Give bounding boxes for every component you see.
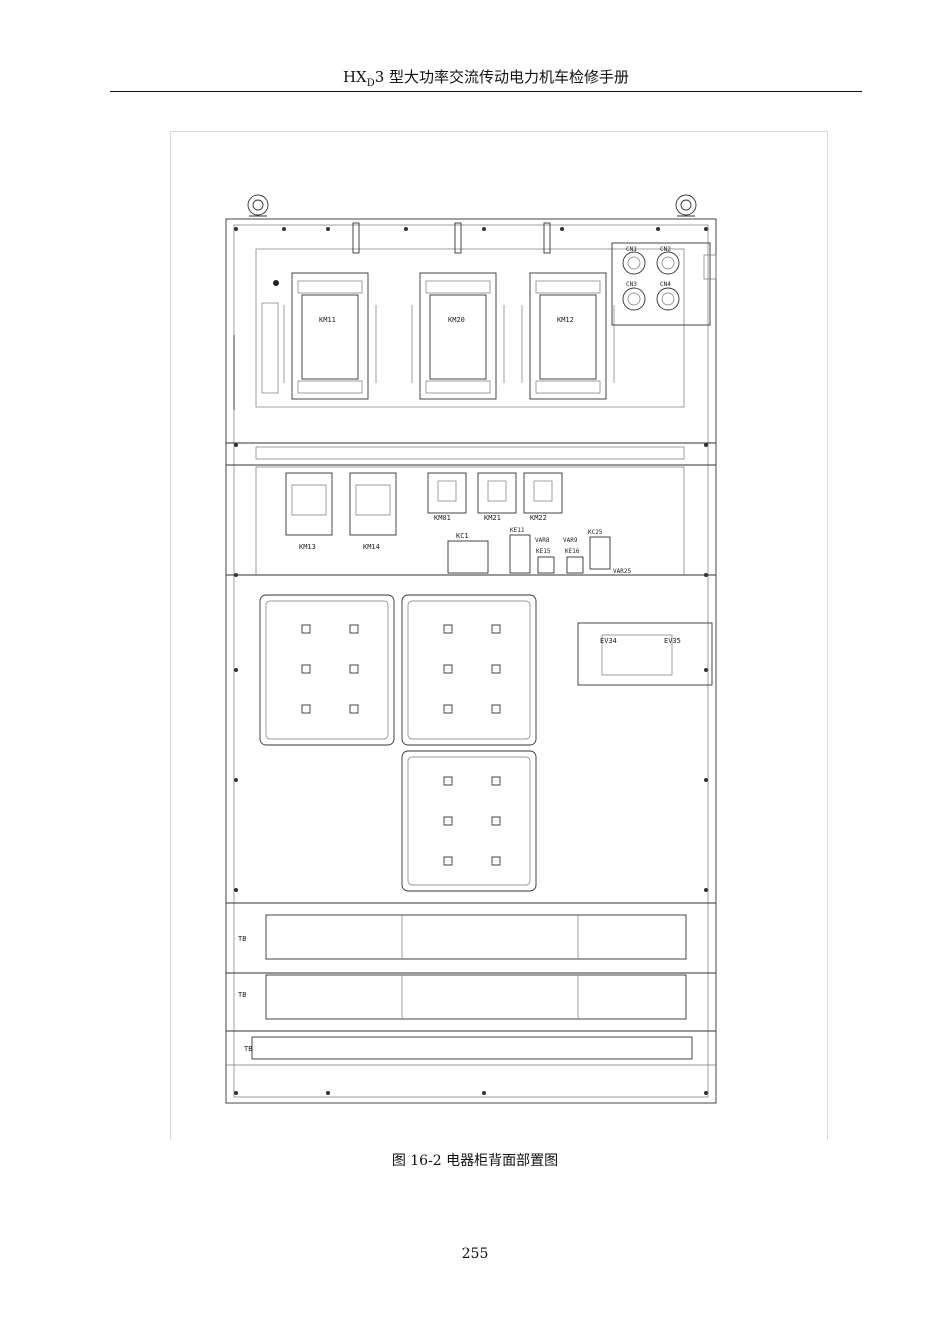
relay-kc1: KC1 (447, 532, 489, 574)
relay-ke15: KE15 (536, 548, 555, 574)
lifting-eye-left (247, 194, 269, 217)
label-cn1: CN1 (626, 246, 637, 253)
label-var8: VAR8 (535, 537, 550, 544)
left-side-brackets (233, 280, 279, 410)
contactor-km12: KM12 (521, 272, 615, 400)
label-tb-3: TB (244, 1045, 252, 1053)
contactor-km22: KM22 (523, 472, 563, 522)
varistor-var9: VAR9 (563, 537, 578, 544)
label-km21: KM21 (484, 514, 501, 522)
top-hangers (352, 222, 551, 254)
contactor-km13: KM13 (285, 472, 333, 551)
resistor-plate-middle (401, 594, 537, 746)
terminal-strip-1: TB (226, 902, 716, 960)
label-km22: KM22 (530, 514, 547, 522)
label-km14: KM14 (363, 543, 380, 551)
contactor-km01: KM01 (427, 472, 467, 522)
label-kc1: KC1 (456, 532, 469, 540)
label-km13: KM13 (299, 543, 316, 551)
terminal-strip-2: TB (226, 972, 716, 1020)
resistor-plate-bottom (401, 750, 537, 892)
label-ev35: EV35 (664, 637, 681, 645)
header-title-main: HX (342, 68, 367, 86)
valve-block-ev: EV34 EV35 (577, 622, 713, 686)
label-km11: KM11 (319, 316, 336, 324)
wire-duct-upper (226, 442, 716, 466)
contactor-km20: KM20 (411, 272, 505, 400)
page-number: 255 (461, 1246, 489, 1262)
lifting-eye-right (675, 194, 697, 217)
label-cn2: CN2 (660, 246, 671, 253)
label-tb-1: TB (238, 935, 246, 943)
label-km20: KM20 (448, 316, 465, 324)
figure-frame (170, 131, 828, 1140)
label-ke11: KE11 (510, 527, 525, 534)
panel-screws (234, 227, 708, 1095)
figure-caption: 图 16-2 电器柜背面部置图 (391, 1153, 559, 1169)
resistor-plate-left (259, 594, 395, 746)
contactor-km21: KM21 (477, 472, 517, 522)
header-title-rest: 3 型大功率交流传动电力机车检修手册 (374, 68, 630, 86)
contactor-km11: KM11 (283, 272, 377, 400)
label-ev34: EV34 (600, 637, 617, 645)
cabinet-outer-panel (225, 218, 717, 1104)
label-ke15: KE15 (536, 548, 551, 555)
label-km12: KM12 (557, 316, 574, 324)
varistor-var8: VAR8 (535, 537, 550, 544)
label-cn3: CN3 (626, 281, 637, 288)
connector-block-cn: CN1 CN2 CN3 CN4 (611, 242, 717, 326)
header-title-subscript: D (366, 78, 375, 89)
terminal-strip-3: TB (226, 1030, 716, 1066)
label-tb-2: TB (238, 991, 246, 999)
label-var25: VAR25 (613, 568, 631, 575)
label-cn4: CN4 (660, 281, 671, 288)
label-kc25: KC25 (588, 529, 603, 536)
header-rule (110, 91, 862, 92)
contactor-km14: KM14 (349, 472, 397, 551)
running-header: HXD3 型大功率交流传动电力机车检修手册 (110, 66, 862, 92)
label-ke16: KE16 (565, 548, 580, 555)
relay-ke11: KE11 (509, 527, 531, 574)
relay-ke16: KE16 (565, 548, 584, 574)
label-km01: KM01 (434, 514, 451, 522)
relay-kc25: KC25 VAR25 (588, 529, 631, 575)
label-var9: VAR9 (563, 537, 578, 544)
cabinet-rear-layout-drawing: KM11 KM20 KM12 CN1 CN2 CN3 CN4 (225, 194, 717, 1104)
